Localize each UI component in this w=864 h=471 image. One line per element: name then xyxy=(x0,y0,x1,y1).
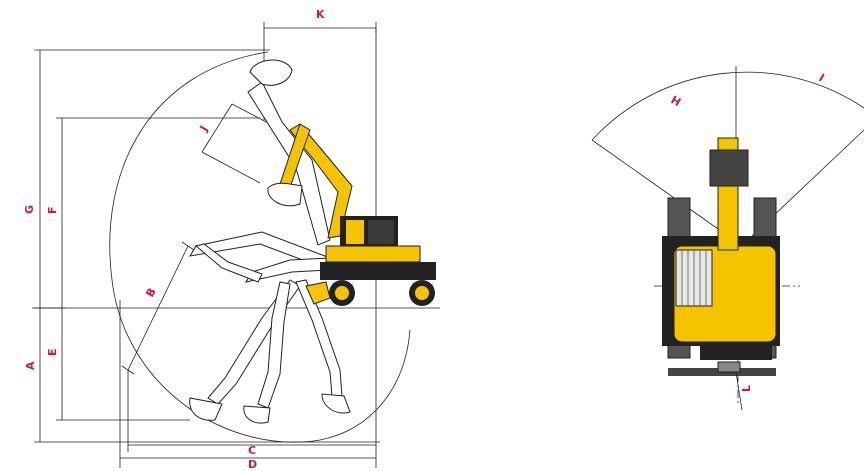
dimension-line-b xyxy=(127,245,189,371)
label-l: L xyxy=(740,385,753,392)
dimension-line-j xyxy=(201,103,233,153)
vertical-dimensions xyxy=(34,49,380,443)
label-f: F xyxy=(46,206,59,214)
top-view: H I L xyxy=(591,66,864,411)
label-c: C xyxy=(248,444,256,457)
label-b: B xyxy=(143,286,158,300)
leader-line-l xyxy=(735,371,743,411)
label-j: J xyxy=(197,123,211,134)
label-a: A xyxy=(24,361,37,370)
label-g: G xyxy=(23,205,36,214)
top-view-machine xyxy=(662,137,780,376)
reach-envelope-arc xyxy=(109,51,411,443)
label-k: K xyxy=(316,8,325,21)
side-view-labels: K G F A E J B C D xyxy=(23,8,325,471)
label-h: H xyxy=(669,93,683,109)
arm-positions xyxy=(189,59,351,424)
swing-line-left xyxy=(591,139,729,237)
side-view: K G F A E J B C D xyxy=(23,8,440,471)
excavator-boom xyxy=(267,123,353,239)
excavator-body xyxy=(305,216,436,306)
label-i: I xyxy=(817,71,827,84)
swing-arc xyxy=(591,71,864,141)
label-e: E xyxy=(46,348,59,356)
label-d: D xyxy=(248,458,257,471)
